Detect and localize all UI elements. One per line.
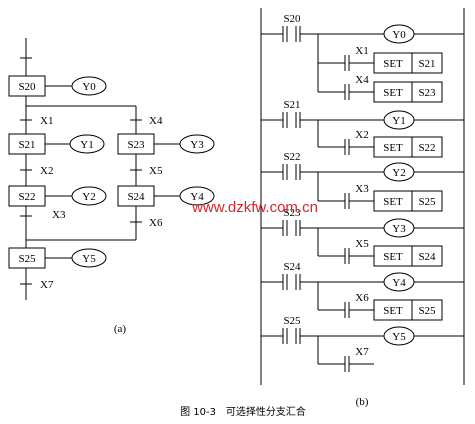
sfc-step-label: S25	[18, 253, 36, 265]
ladder-contact-label: X4	[355, 74, 369, 86]
watermark-text: www.dzkfw.com.cn	[191, 199, 318, 216]
sfc-output-y4	[179, 186, 215, 206]
ladder-contact-label: X3	[355, 183, 369, 195]
sfc-output-label: Y2	[82, 191, 95, 203]
sfc-transition-label: X5	[149, 165, 163, 177]
ladder-contact-label: X2	[355, 129, 368, 141]
sfc-transition-label: X4	[149, 115, 163, 127]
sfc-output-y2	[71, 186, 107, 206]
ladder-contact-label: X6	[355, 292, 369, 304]
ladder-contact-label: X5	[355, 238, 369, 250]
ladder-set-target: S21	[418, 58, 435, 70]
ladder-contact-label: X7	[355, 346, 369, 358]
sfc-output-y0	[71, 76, 107, 96]
ladder-rung-1	[261, 24, 464, 103]
sfc-step-label: S20	[18, 81, 36, 93]
ladder-rung-6	[261, 326, 464, 372]
ladder-coil-label: Y4	[392, 277, 406, 289]
sfc-transition-label: X3	[52, 209, 66, 221]
sfc-step-label: S22	[18, 191, 35, 203]
sfc-transition-label: X2	[40, 165, 53, 177]
figure-caption: 图 10-3 可选择性分支汇合	[180, 405, 306, 418]
sfc-output-label: Y5	[82, 253, 96, 265]
ladder-set-target: S24	[418, 251, 436, 263]
ladder-contact-label: S21	[283, 99, 300, 111]
ladder-set-label: SET	[383, 196, 403, 208]
sfc-labels: S20 S21 S22 S23 S24 S25 Y0 Y1 Y2 Y3 Y4 Y…	[18, 81, 204, 335]
sfc-step-label: S21	[18, 139, 35, 151]
ladder-rung-5	[261, 272, 464, 321]
ladder-contact-label: X1	[355, 45, 368, 57]
ladder-coil-label: Y0	[392, 29, 406, 41]
sfc-transition-label: X6	[149, 217, 163, 229]
ladder-set-target: S22	[418, 142, 435, 154]
sfc-step-label: S24	[127, 191, 145, 203]
ladder-set-target: S25	[418, 305, 436, 317]
ladder-contact-label: S22	[283, 151, 300, 163]
sfc-output-label: Y1	[80, 139, 93, 151]
ladder-set-label: SET	[383, 251, 403, 263]
ladder-set-label: SET	[383, 305, 403, 317]
ladder-contact-label: S20	[283, 13, 301, 25]
ladder-coil-label: Y3	[392, 223, 406, 235]
sfc-output-label: Y3	[190, 139, 204, 151]
sfc-output-label: Y0	[82, 81, 96, 93]
ladder-labels: S20 X1 X4 S21 X2 S22 X3 S23 X5 S24 X6 S2…	[283, 13, 436, 408]
sfc-step-label: S23	[127, 139, 145, 151]
sfc-output-y5	[71, 248, 107, 268]
ladder-diagram	[260, 8, 465, 385]
sfc-output-y3	[179, 134, 215, 154]
ladder-set-label: SET	[383, 87, 403, 99]
ladder-rung-2	[261, 110, 464, 158]
ladder-contact-label: S23	[283, 207, 301, 219]
ladder-rung-3	[261, 162, 464, 212]
ladder-coil-label: Y1	[392, 115, 405, 127]
ladder-contact-label: S24	[283, 261, 301, 273]
ladder-coil-label: Y2	[392, 167, 405, 179]
sfc-diagram	[8, 38, 215, 300]
ladder-set-target: S25	[418, 196, 436, 208]
ladder-set-label: SET	[383, 58, 403, 70]
ladder-coil-label: Y5	[392, 331, 406, 343]
ladder-set-target: S23	[418, 87, 436, 99]
ladder-figure-label: (b)	[356, 396, 369, 408]
ladder-contact-label: S25	[283, 315, 301, 327]
sfc-figure-label: (a)	[114, 323, 127, 335]
ladder-rung-4	[261, 218, 464, 267]
sfc-transition-label: X7	[40, 279, 54, 291]
ladder-set-label: SET	[383, 142, 403, 154]
sfc-output-label: Y4	[190, 191, 204, 203]
sfc-output-y1	[69, 134, 105, 154]
sfc-transition-label: X1	[40, 115, 53, 127]
